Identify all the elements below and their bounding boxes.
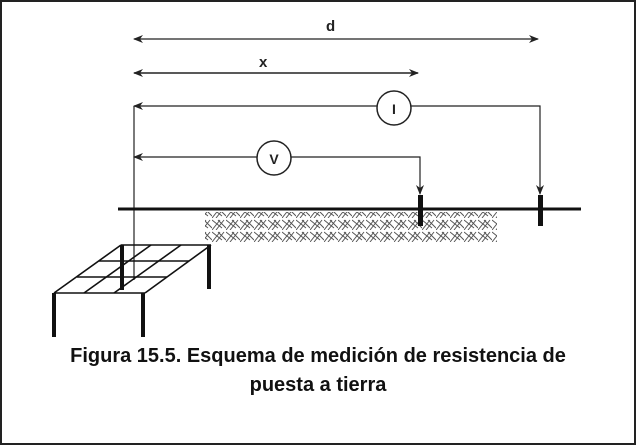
- grid-legs: [52, 245, 211, 337]
- voltage-wire: [134, 156, 424, 195]
- ammeter-icon: [376, 90, 412, 126]
- ground-grid: [53, 244, 212, 294]
- ammeter-label: I: [392, 101, 396, 117]
- voltage-probe: [418, 195, 423, 226]
- voltmeter-icon: [256, 140, 292, 176]
- label-d: d: [326, 18, 335, 35]
- caption-line-2: puesta a tierra: [249, 374, 387, 396]
- current-probe: [538, 195, 543, 226]
- soil-hatching: [205, 212, 497, 242]
- voltmeter-label: V: [269, 151, 279, 167]
- current-wire: [134, 105, 544, 195]
- label-x: x: [259, 54, 268, 71]
- figure-caption: Figura 15.5. Esquema de medición de resi…: [2, 342, 634, 400]
- caption-line-1: Figura 15.5. Esquema de medición de resi…: [70, 345, 566, 367]
